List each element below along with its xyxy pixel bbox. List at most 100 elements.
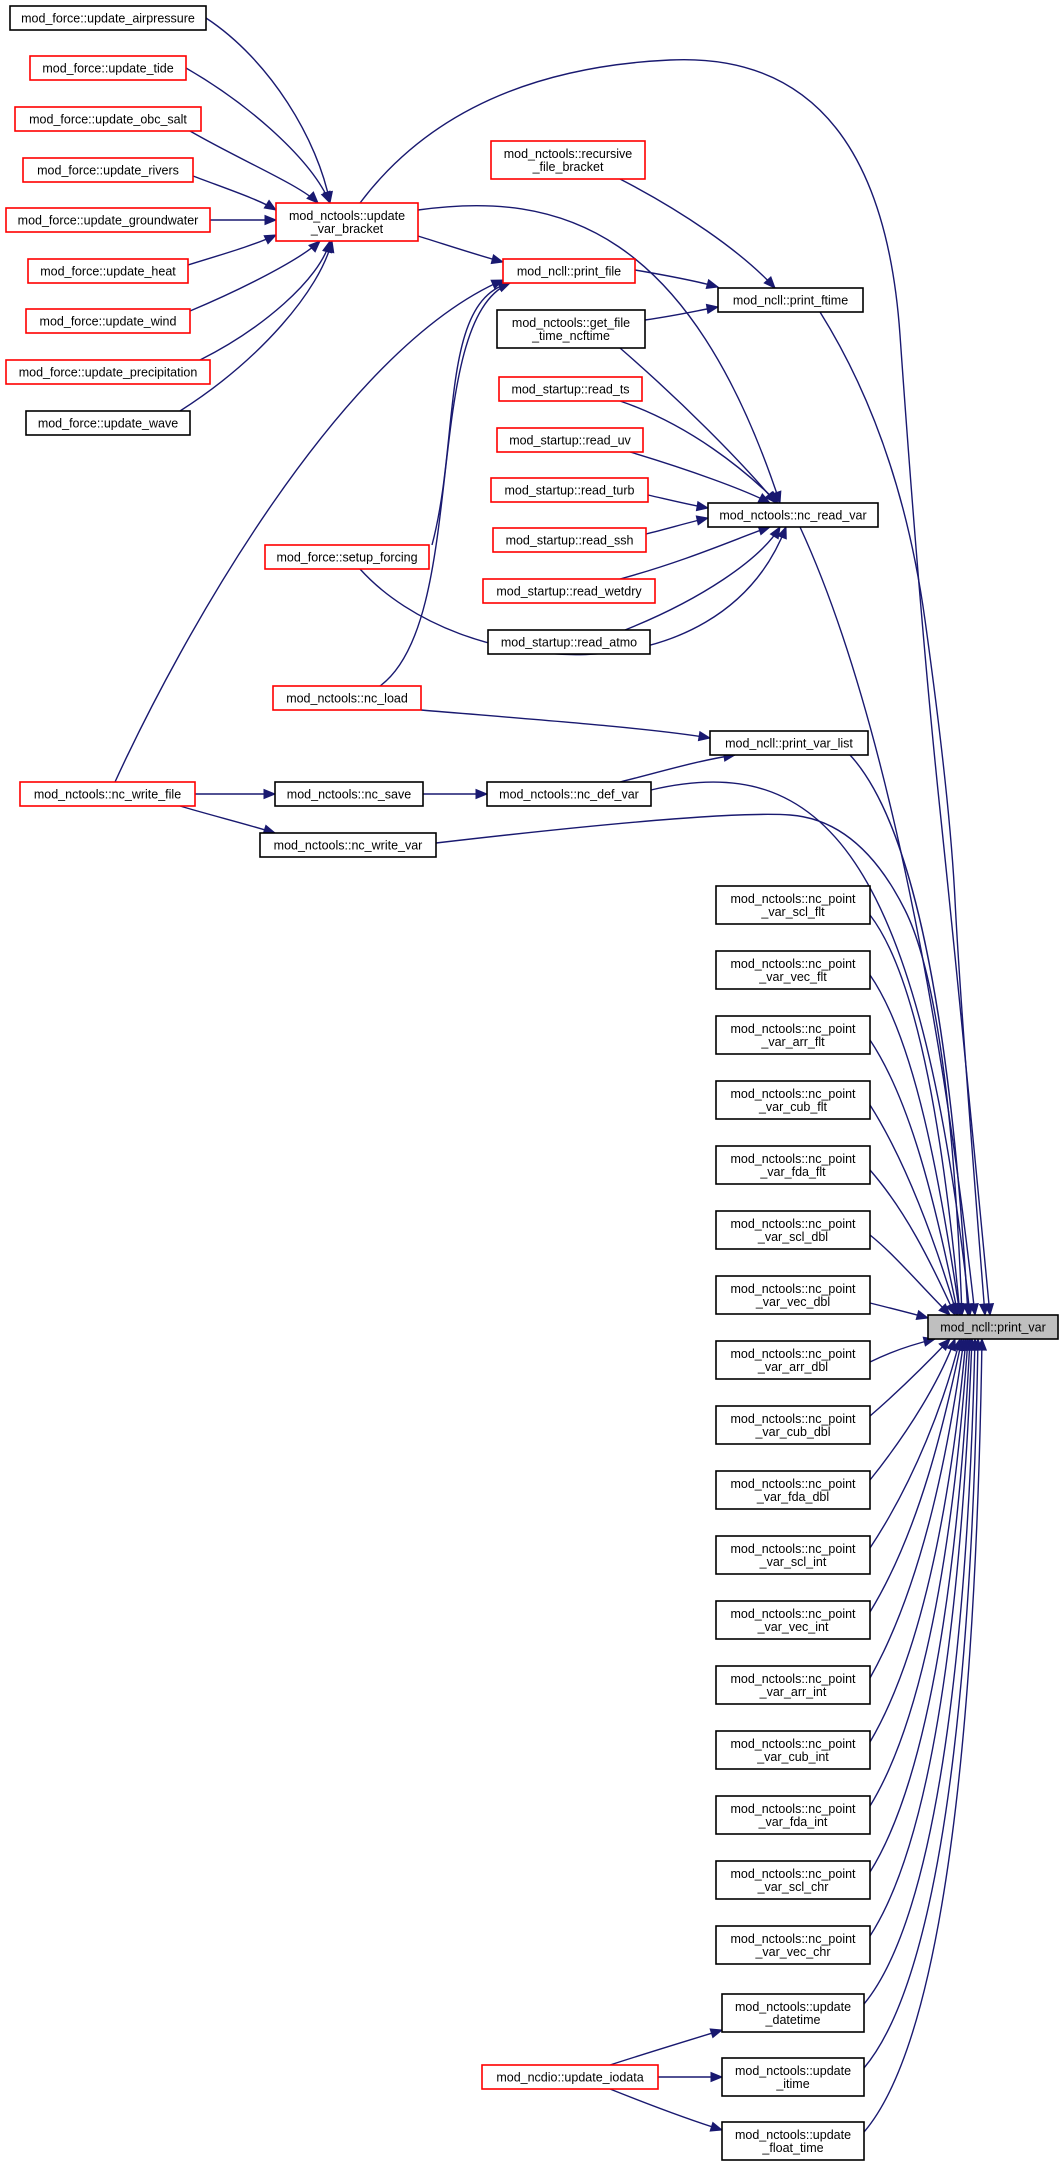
node-label: mod_nctools::nc_point <box>730 1217 856 1231</box>
node-upd-iodata[interactable]: mod_ncdio::update_iodata <box>481 2064 659 2090</box>
node-label: mod_nctools::nc_point <box>730 1412 856 1426</box>
edge-line <box>189 130 319 204</box>
node-p-scl-int[interactable]: mod_nctools::nc_point_var_scl_int <box>715 1535 871 1575</box>
node-nc-read-var[interactable]: mod_nctools::nc_read_var <box>707 502 879 528</box>
node-upd-groundwater[interactable]: mod_force::update_groundwater <box>5 207 211 233</box>
node-nc-save[interactable]: mod_nctools::nc_save <box>274 781 424 807</box>
node-label: mod_startup::read_atmo <box>501 636 637 650</box>
node-box <box>492 527 647 553</box>
edge-line <box>869 914 961 1316</box>
edge-p_fda_dbl-to-print_var <box>869 1337 956 1481</box>
node-box <box>490 140 646 180</box>
edge-nc_load-to-print_var_list <box>420 709 712 742</box>
edge-line <box>189 240 321 312</box>
node-upd-airpressure[interactable]: mod_force::update_airpressure <box>9 5 207 31</box>
node-upd-obc-salt[interactable]: mod_force::update_obc_salt <box>14 106 202 132</box>
edge-line <box>863 1338 983 2133</box>
node-setup-forcing[interactable]: mod_force::setup_forcing <box>264 544 430 570</box>
node-upd-tide[interactable]: mod_force::update_tide <box>29 55 187 81</box>
node-label: mod_force::setup_forcing <box>276 551 417 565</box>
node-label: mod_nctools::nc_point <box>730 1477 856 1491</box>
edge-upd_wind-to-var_bracket <box>189 240 321 312</box>
node-p-cub-flt[interactable]: mod_nctools::nc_point_var_cub_flt <box>715 1080 871 1120</box>
node-get-file-time[interactable]: mod_nctools::get_file_time_ncftime <box>496 309 646 349</box>
arrowhead-icon <box>710 2071 724 2083</box>
node-p-fda-dbl[interactable]: mod_nctools::nc_point_var_fda_dbl <box>715 1470 871 1510</box>
node-label: mod_nctools::nc_point <box>730 1607 856 1621</box>
node-box <box>707 502 879 528</box>
node-print-var: mod_ncll::print_var <box>927 1314 1059 1340</box>
arrowhead-icon <box>695 500 710 512</box>
node-label: _var_arr_dbl <box>757 1360 828 1374</box>
node-p-vec-chr[interactable]: mod_nctools::nc_point_var_vec_chr <box>715 1925 871 1965</box>
node-box <box>487 629 651 655</box>
node-label: mod_startup::read_ssh <box>506 534 634 548</box>
arrowhead-icon <box>695 515 710 526</box>
node-p-cub-dbl[interactable]: mod_nctools::nc_point_var_cub_dbl <box>715 1405 871 1445</box>
node-p-cub-int[interactable]: mod_nctools::nc_point_var_cub_int <box>715 1730 871 1770</box>
node-label: _var_cub_flt <box>758 1100 828 1114</box>
node-nc-def-var[interactable]: mod_nctools::nc_def_var <box>486 781 652 807</box>
node-p-scl-dbl[interactable]: mod_nctools::nc_point_var_scl_dbl <box>715 1210 871 1250</box>
node-p-scl-chr[interactable]: mod_nctools::nc_point_var_scl_chr <box>715 1860 871 1900</box>
node-nc-write-var[interactable]: mod_nctools::nc_write_var <box>259 832 437 858</box>
node-upd-rivers[interactable]: mod_force::update_rivers <box>22 157 194 183</box>
edge-line <box>420 709 711 739</box>
edge-line <box>417 235 504 263</box>
node-label: _var_vec_dbl <box>755 1295 830 1309</box>
node-upd-itime[interactable]: mod_nctools::update_itime <box>721 2057 865 2097</box>
node-read-wetdry[interactable]: mod_startup::read_wetdry <box>482 578 656 604</box>
node-upd-wind[interactable]: mod_force::update_wind <box>25 308 191 334</box>
node-print-var-list[interactable]: mod_ncll::print_var_list <box>709 730 869 756</box>
edge-p_scl_dbl-to-print_var <box>869 1234 951 1316</box>
node-label: mod_nctools::recursive <box>504 147 633 161</box>
node-p-vec-flt[interactable]: mod_nctools::nc_point_var_vec_flt <box>715 950 871 990</box>
node-recursive[interactable]: mod_nctools::recursive_file_bracket <box>490 140 646 180</box>
node-label: mod_nctools::nc_point <box>730 1802 856 1816</box>
node-box <box>721 1993 865 2033</box>
node-read-uv[interactable]: mod_startup::read_uv <box>496 427 644 453</box>
node-p-scl-flt[interactable]: mod_nctools::nc_point_var_scl_flt <box>715 885 871 925</box>
edge-upd_iodata-to-upd_float_time <box>609 2088 724 2132</box>
node-p-arr-int[interactable]: mod_nctools::nc_point_var_arr_int <box>715 1665 871 1705</box>
node-upd-wave[interactable]: mod_force::update_wave <box>25 410 191 436</box>
node-box <box>496 427 644 453</box>
node-read-turb[interactable]: mod_startup::read_turb <box>490 477 649 503</box>
node-read-atmo[interactable]: mod_startup::read_atmo <box>487 629 651 655</box>
arrowhead-icon <box>263 788 277 800</box>
node-read-ts[interactable]: mod_startup::read_ts <box>498 376 643 402</box>
node-print-ftime[interactable]: mod_ncll::print_ftime <box>717 287 864 313</box>
arrowhead-icon <box>763 275 776 289</box>
arrowhead-icon <box>490 254 505 265</box>
edge-line <box>185 67 331 204</box>
node-p-arr-flt[interactable]: mod_nctools::nc_point_var_arr_flt <box>715 1015 871 1055</box>
node-nc-write-file[interactable]: mod_nctools::nc_write_file <box>19 781 196 807</box>
node-label: mod_force::update_rivers <box>37 164 179 178</box>
node-upd-heat[interactable]: mod_force::update_heat <box>27 258 189 284</box>
node-upd-datetime[interactable]: mod_nctools::update_datetime <box>721 1993 865 2033</box>
node-p-arr-dbl[interactable]: mod_nctools::nc_point_var_arr_dbl <box>715 1340 871 1380</box>
node-var-bracket[interactable]: mod_nctools::update_var_bracket <box>275 202 419 242</box>
node-upd-float-time[interactable]: mod_nctools::update_float_time <box>721 2121 865 2161</box>
edge-nc_write_file-to-nc_save <box>195 788 277 800</box>
node-label: _var_vec_chr <box>754 1945 830 1959</box>
edge-line <box>359 59 991 1316</box>
node-box <box>275 202 419 242</box>
node-box <box>481 2064 659 2090</box>
edge-layer <box>114 17 995 2133</box>
node-box <box>715 1925 871 1965</box>
node-p-fda-int[interactable]: mod_nctools::nc_point_var_fda_int <box>715 1795 871 1835</box>
node-p-vec-dbl[interactable]: mod_nctools::nc_point_var_vec_dbl <box>715 1275 871 1315</box>
node-nc-load[interactable]: mod_nctools::nc_load <box>272 685 422 711</box>
edge-p_fda_flt-to-print_var <box>869 1169 956 1317</box>
edge-line <box>869 1169 956 1316</box>
node-p-vec-int[interactable]: mod_nctools::nc_point_var_vec_int <box>715 1600 871 1640</box>
node-read-ssh[interactable]: mod_startup::read_ssh <box>492 527 647 553</box>
node-box <box>22 157 194 183</box>
node-p-fda-flt[interactable]: mod_nctools::nc_point_var_fda_flt <box>715 1145 871 1185</box>
edge-line <box>869 1104 958 1316</box>
edge-upd_float_time-to-print_var <box>863 1337 988 2133</box>
node-upd-precip[interactable]: mod_force::update_precipitation <box>5 359 211 385</box>
arrowhead-icon <box>705 278 720 289</box>
node-print-file[interactable]: mod_ncll::print_file <box>502 258 636 284</box>
